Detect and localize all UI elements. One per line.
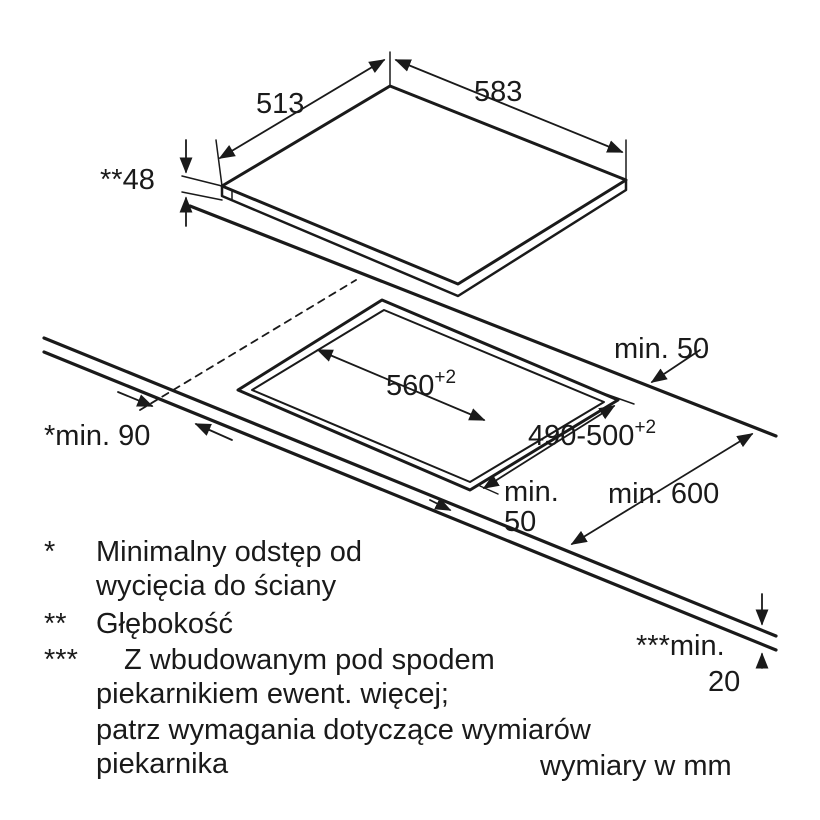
dim-cutout-width-value: 560 [386, 370, 435, 402]
legend-text-3b: piekarnikiem ewent. więcej; [96, 678, 449, 710]
dim-cutout-depth: 490-500+2 [528, 418, 656, 452]
units-note: wymiary w mm [540, 750, 732, 782]
dim-hob-width: 583 [474, 76, 523, 108]
dim-cutout-depth-value: 490-500 [528, 420, 635, 452]
dim-front-edge-1: min. [504, 476, 559, 508]
legend-mark-3: *** [44, 644, 78, 676]
dim-cutout-width-tol: +2 [434, 367, 457, 388]
dim-counter-thickness-1: ***min. [636, 630, 725, 662]
legend-text-3a: Z wbudowanym pod spodem [124, 644, 495, 676]
legend-text-1b: wycięcia do ściany [96, 570, 337, 602]
dim-rear-edge: min. 50 [614, 333, 710, 365]
legend: * Minimalny odstęp od wycięcia do ściany… [44, 534, 604, 794]
countertop-outline [42, 204, 778, 652]
dim-hob-depth: 513 [256, 88, 305, 120]
dim-hob-height-prefix: ** [100, 164, 123, 196]
legend-mark-2: ** [44, 608, 67, 640]
legend-text-3d: piekarnika [96, 748, 229, 780]
dim-counter-depth: min. 600 [608, 478, 720, 510]
legend-text-2: Głębokość [96, 608, 234, 640]
cutout-outline [236, 298, 620, 492]
dim-front-edge-2: 50 [504, 506, 537, 538]
legend-text-3c: patrz wymagania dotyczące wymiarów [96, 714, 591, 746]
dim-cutout-depth-tol: +2 [634, 417, 657, 438]
dim-cutout-width: 560+2 [386, 368, 456, 402]
dim-counter-thickness-2: 20 [708, 666, 741, 698]
dim-hob-height-value: 48 [122, 164, 155, 196]
legend-mark-1: * [44, 536, 56, 568]
dim-hob-height: **48 [100, 166, 155, 195]
legend-text-1a: Minimalny odstęp od [96, 536, 362, 568]
dim-wall-distance: *min. 90 [44, 420, 151, 452]
